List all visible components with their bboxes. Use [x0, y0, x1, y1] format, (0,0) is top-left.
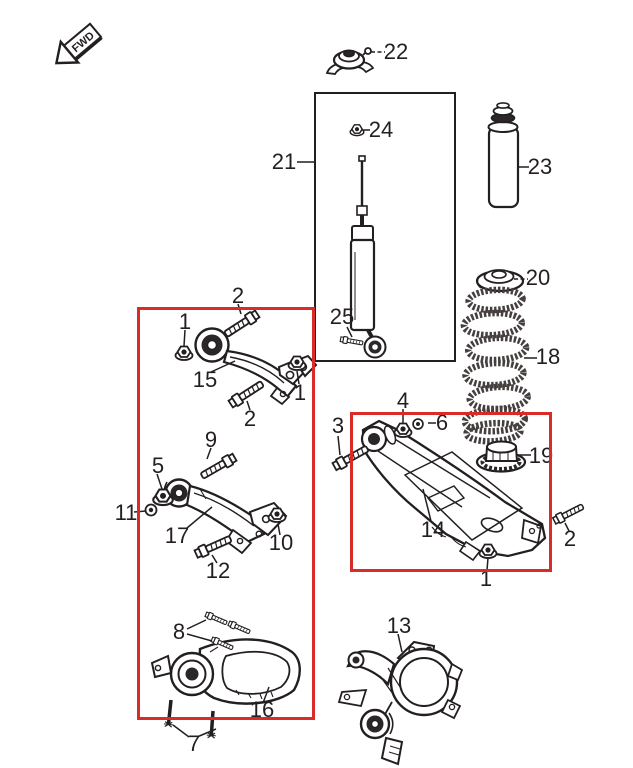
leader-9 [206, 447, 212, 460]
leader-25 [346, 326, 353, 338]
callout-8[interactable]: 8 [172, 619, 186, 644]
callout-11[interactable]: 11 [114, 500, 138, 525]
callout-2-top[interactable]: 2 [231, 283, 245, 308]
part-16-trailing-arm[interactable] [150, 638, 301, 705]
callout-4[interactable]: 4 [396, 388, 410, 413]
callout-5[interactable]: 5 [151, 453, 165, 478]
leader-10 [277, 523, 281, 536]
leader-2-mid [246, 400, 251, 411]
part-19-jounce-bumper[interactable] [475, 440, 527, 473]
leader-lines [133, 51, 570, 738]
part-25-bolt[interactable] [339, 335, 364, 347]
part-14-lower-control-arm[interactable] [360, 419, 547, 562]
callout-14[interactable]: 14 [420, 517, 446, 542]
fwd-direction-arrow: FWD [54, 22, 103, 65]
callout-20[interactable]: 20 [525, 265, 551, 290]
part-21-shock-absorber[interactable] [349, 155, 387, 359]
callout-19[interactable]: 19 [528, 443, 554, 468]
callout-6[interactable]: 6 [435, 410, 449, 435]
leader-1-right [296, 370, 300, 385]
part-24-nut[interactable] [349, 124, 365, 137]
leader-8a [186, 619, 207, 630]
leader-8b [186, 633, 213, 642]
callout-25[interactable]: 25 [329, 304, 355, 329]
callout-21[interactable]: 21 [271, 149, 297, 174]
callout-13[interactable]: 13 [386, 613, 412, 638]
callout-1-left[interactable]: 1 [178, 309, 192, 334]
callout-22[interactable]: 22 [383, 39, 409, 64]
left-highlight-box [137, 307, 315, 720]
callout-10[interactable]: 10 [268, 530, 294, 555]
leader-17 [186, 506, 213, 529]
callout-12[interactable]: 12 [205, 558, 231, 583]
callout-3[interactable]: 3 [331, 413, 345, 438]
part-18-coil-spring[interactable] [458, 286, 531, 445]
callout-17[interactable]: 17 [164, 523, 190, 548]
callout-24[interactable]: 24 [368, 117, 394, 142]
leader-7b [196, 728, 217, 738]
leader-12 [211, 554, 218, 564]
callout-1-lower[interactable]: 1 [479, 566, 493, 591]
callout-23[interactable]: 23 [527, 154, 553, 179]
leader-15 [210, 360, 236, 373]
callout-9[interactable]: 9 [204, 427, 218, 452]
leader-16 [262, 686, 270, 704]
callout-15[interactable]: 15 [192, 367, 218, 392]
leader-5 [156, 473, 163, 490]
leader-1-left [183, 329, 186, 347]
callout-1-right[interactable]: 1 [293, 380, 307, 405]
leader-7a [172, 724, 190, 738]
leader-2-right [564, 522, 570, 532]
shock-box-border [314, 92, 456, 362]
callout-18[interactable]: 18 [535, 344, 561, 369]
callout-7[interactable]: 7 [187, 731, 201, 756]
leader-1-lower [486, 557, 489, 571]
callout-2-right[interactable]: 2 [563, 526, 577, 551]
right-highlight-box [350, 412, 552, 572]
callout-16[interactable]: 16 [249, 697, 275, 722]
part-23-dust-boot[interactable] [487, 102, 520, 209]
part-22-upper-mount[interactable] [325, 47, 375, 75]
leader-13 [397, 633, 403, 653]
part-2-bolt-right[interactable] [551, 501, 586, 526]
leader-3 [337, 435, 341, 456]
leader-14 [422, 488, 432, 522]
leader-11 [133, 510, 147, 513]
part-13-knuckle[interactable] [337, 640, 464, 766]
callout-2-mid[interactable]: 2 [243, 406, 257, 431]
